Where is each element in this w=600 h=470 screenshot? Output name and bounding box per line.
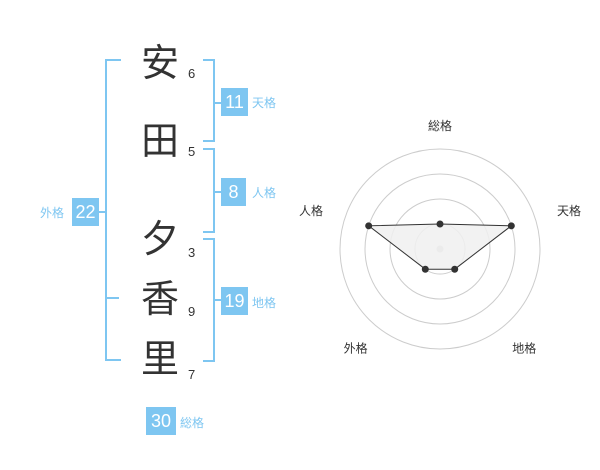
radar-point-5 xyxy=(365,222,373,230)
tenkaku-bracket xyxy=(203,59,215,142)
jinkaku-value: 8 xyxy=(221,178,246,206)
name-char-1: 安 xyxy=(140,41,179,85)
radar-point-4 xyxy=(421,265,429,273)
name-char-2: 田 xyxy=(140,119,179,163)
tenkaku-connector xyxy=(213,102,221,104)
jinkaku-label: 人格 xyxy=(252,186,277,200)
radar-grid-ring-4 xyxy=(339,148,541,350)
tenkaku-value: 11 xyxy=(221,88,248,116)
chikaku-value: 19 xyxy=(221,287,248,315)
gaikaku-label: 外格 xyxy=(40,206,65,220)
radar-point-1 xyxy=(436,220,444,228)
jinkaku-bracket xyxy=(203,148,215,233)
gaikaku-connector xyxy=(96,211,106,213)
radar-axis-label-5: 人格 xyxy=(299,203,323,218)
name-char-3: 夕 xyxy=(140,217,179,261)
radar-axis-label-3: 地格 xyxy=(512,341,536,356)
stroke-count-2: 5 xyxy=(188,144,196,159)
radar-grid-ring-3 xyxy=(364,173,516,325)
radar-value-polygon xyxy=(367,223,513,270)
tenkaku-label: 天格 xyxy=(252,96,277,110)
stroke-count-4: 9 xyxy=(188,304,196,319)
radar-axis-label-1: 総格 xyxy=(428,118,452,133)
radar-grid-ring-2 xyxy=(389,198,491,300)
stroke-count-3: 3 xyxy=(188,245,196,260)
jinkaku-connector xyxy=(213,191,221,193)
chikaku-connector xyxy=(213,299,221,301)
gaikaku-bracket xyxy=(105,59,121,361)
soukaku-label: 総格 xyxy=(180,416,205,430)
soukaku-value: 30 xyxy=(146,407,176,435)
chikaku-label: 地格 xyxy=(252,296,277,310)
name-char-4: 香 xyxy=(140,277,179,321)
radar-point-3 xyxy=(451,265,459,273)
gaikaku-value: 22 xyxy=(72,198,99,226)
radar-point-2 xyxy=(507,222,515,230)
radar-axis-label-4: 外格 xyxy=(344,341,368,356)
stroke-count-5: 7 xyxy=(188,367,196,382)
stroke-count-1: 6 xyxy=(188,66,196,81)
gaikaku-bracket-tick xyxy=(105,297,119,299)
name-char-5: 里 xyxy=(140,337,179,381)
radar-axis-label-2: 天格 xyxy=(557,203,581,218)
